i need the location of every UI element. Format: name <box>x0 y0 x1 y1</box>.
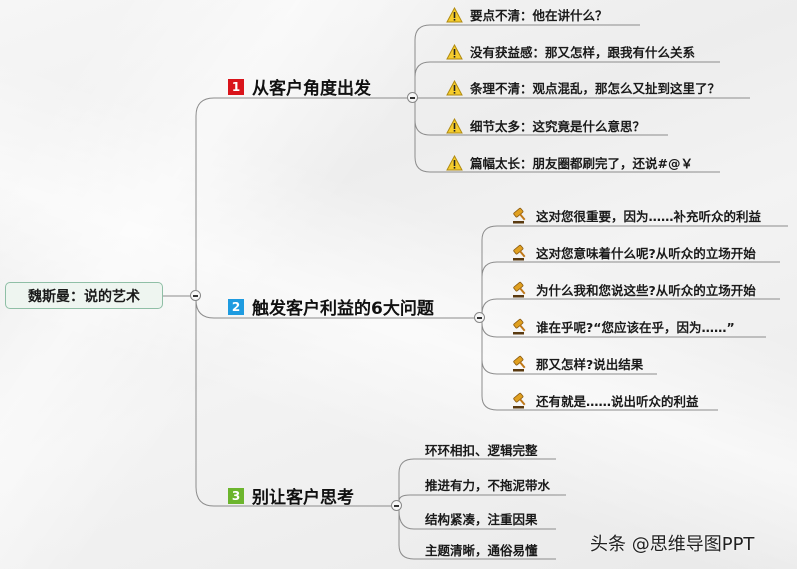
subtopic-item[interactable]: 要点不清：他在讲什么？ <box>446 5 608 24</box>
root-topic[interactable]: 魏斯曼：说的艺术 <box>5 282 163 309</box>
branch-topic-2[interactable]: 2 触发客户利益的6大问题 <box>228 294 434 319</box>
subtopic-label: 结构紧凑，注重因果 <box>425 512 538 527</box>
subtopic-item[interactable]: 谁在乎呢?“您应该在乎，因为……” <box>512 317 735 336</box>
subtopic-label: 细节太多：这究竟是什么意思？ <box>470 119 646 134</box>
subtopic-item[interactable]: 条理不清：观点混乱，那怎么又扯到这里了？ <box>446 78 720 97</box>
gavel-icon <box>513 281 526 298</box>
subtopic-item[interactable]: 这对您很重要，因为……补充听众的利益 <box>512 206 761 225</box>
collapse-branch-2-button[interactable] <box>474 312 485 323</box>
subtopic-label: 没有获益感：那又怎样，跟我有什么关系 <box>470 45 696 60</box>
subtopic-label: 要点不清：他在讲什么？ <box>470 8 608 23</box>
subtopic-label: 主题清晰，通俗易懂 <box>425 543 538 558</box>
warning-icon <box>446 154 463 170</box>
gavel-icon <box>513 318 526 335</box>
watermark: 头条 @思维导图PPT <box>590 534 755 555</box>
subtopic-label: 篇幅太长：朋友圈都刷完了，还说#@￥ <box>470 156 693 171</box>
collapse-root-button[interactable] <box>190 290 201 301</box>
root-topic-label: 魏斯曼：说的艺术 <box>28 288 140 305</box>
gavel-icon <box>513 207 526 224</box>
warning-icon <box>446 117 463 133</box>
subtopic-item[interactable]: 细节太多：这究竟是什么意思？ <box>446 116 645 135</box>
warning-icon <box>446 43 463 59</box>
subtopic-label: 这对您意味着什么呢?从听众的立场开始 <box>536 246 756 261</box>
subtopic-item[interactable]: 主题清晰，通俗易懂 <box>425 540 538 559</box>
collapse-branch-1-button[interactable] <box>407 92 418 103</box>
subtopic-label: 那又怎样?说出结果 <box>536 357 644 372</box>
branch-topic-label: 触发客户利益的6大问题 <box>252 299 434 319</box>
priority-2-badge: 2 <box>228 298 244 315</box>
branch-topic-1[interactable]: 1 从客户角度出发 <box>228 74 371 99</box>
branch-topic-label: 别让客户思考 <box>252 488 354 508</box>
subtopic-label: 还有就是……说出听众的利益 <box>536 394 699 409</box>
warning-icon <box>446 6 463 22</box>
subtopic-label: 推进有力，不拖泥带水 <box>425 478 551 493</box>
branch-topic-3[interactable]: 3 别让客户思考 <box>228 483 354 508</box>
branch-topic-label: 从客户角度出发 <box>252 79 371 99</box>
gavel-icon <box>513 392 526 409</box>
subtopic-item[interactable]: 为什么我和您说这些?从听众的立场开始 <box>512 280 756 299</box>
subtopic-item[interactable]: 结构紧凑，注重因果 <box>425 509 538 528</box>
gavel-icon <box>513 355 526 372</box>
subtopic-label: 环环相扣、逻辑完整 <box>425 443 538 458</box>
subtopic-label: 谁在乎呢?“您应该在乎，因为……” <box>536 320 735 335</box>
gavel-icon <box>513 244 526 261</box>
warning-icon <box>446 79 463 95</box>
subtopic-item[interactable]: 没有获益感：那又怎样，跟我有什么关系 <box>446 42 695 61</box>
subtopic-item[interactable]: 推进有力，不拖泥带水 <box>425 475 550 494</box>
subtopic-item[interactable]: 那又怎样?说出结果 <box>512 354 643 373</box>
collapse-branch-3-button[interactable] <box>391 500 402 511</box>
subtopic-item[interactable]: 篇幅太长：朋友圈都刷完了，还说#@￥ <box>446 153 693 172</box>
subtopic-label: 为什么我和您说这些?从听众的立场开始 <box>536 283 756 298</box>
priority-1-badge: 1 <box>228 78 244 95</box>
subtopic-item[interactable]: 环环相扣、逻辑完整 <box>425 440 538 459</box>
subtopic-item[interactable]: 还有就是……说出听众的利益 <box>512 391 699 410</box>
priority-3-badge: 3 <box>228 487 244 504</box>
subtopic-item[interactable]: 这对您意味着什么呢?从听众的立场开始 <box>512 243 756 262</box>
subtopic-label: 条理不清：观点混乱，那怎么又扯到这里了？ <box>470 81 721 96</box>
subtopic-label: 这对您很重要，因为……补充听众的利益 <box>536 209 762 224</box>
